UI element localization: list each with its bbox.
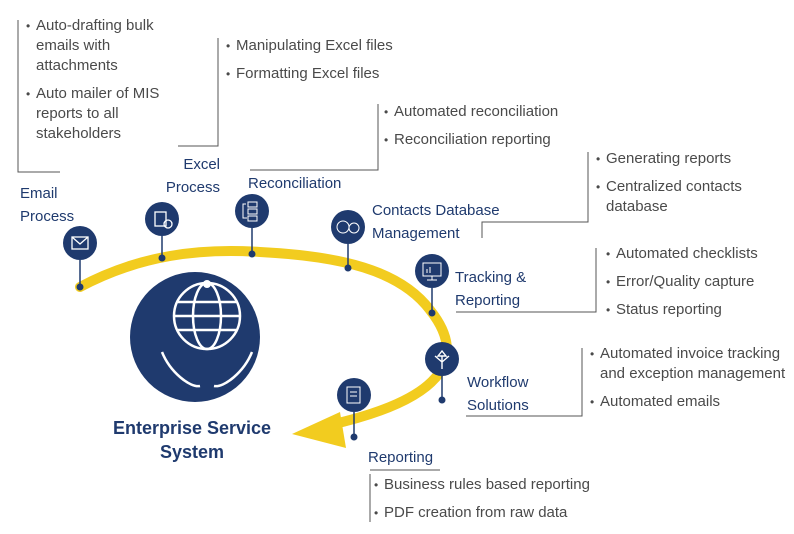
document-pen-icon bbox=[337, 378, 371, 412]
bullet-item: PDF creation from raw data bbox=[374, 503, 654, 523]
node-label-excel-process: Excel Process bbox=[165, 156, 220, 196]
bullet-item: Centralized contacts database bbox=[596, 177, 786, 217]
node-label-email-process: Email Process bbox=[20, 185, 75, 225]
dashboard-monitor-icon bbox=[415, 254, 449, 288]
bullet-item: Manipulating Excel files bbox=[226, 36, 446, 56]
process-arc bbox=[75, 246, 452, 430]
bullet-item: Business rules based reporting bbox=[374, 475, 654, 495]
center-title: Enterprise Service System bbox=[112, 418, 272, 462]
pin-stems bbox=[79, 226, 443, 437]
flowchart-icon bbox=[235, 194, 269, 228]
contacts-database-icon bbox=[331, 210, 365, 244]
bullets-workflow-solutions: Automated invoice tracking and exception… bbox=[590, 344, 790, 420]
bullet-item: Formatting Excel files bbox=[226, 64, 446, 84]
arc-arrowhead bbox=[292, 412, 346, 448]
bullets-email-process: Auto-drafting bulk emails with attachmen… bbox=[26, 16, 176, 152]
connector-lines bbox=[17, 20, 597, 522]
node-label-reconciliation: Reconciliation bbox=[248, 175, 342, 192]
bullets-reconciliation: Automated reconciliationReconciliation r… bbox=[384, 102, 604, 158]
bullet-item: Auto-drafting bulk emails with attachmen… bbox=[26, 16, 176, 76]
clipboard-gear-icon bbox=[145, 202, 179, 236]
bullet-item: Auto mailer of MIS reports to all stakeh… bbox=[26, 84, 176, 144]
bullet-item: Reconciliation reporting bbox=[384, 130, 604, 150]
node-label-contacts-database: Contacts Database Management bbox=[372, 202, 500, 242]
bullet-item: Automated reconciliation bbox=[384, 102, 604, 122]
bullet-item: Automated emails bbox=[590, 392, 790, 412]
bullet-item: Error/Quality capture bbox=[606, 272, 794, 292]
bullet-item: Generating reports bbox=[596, 149, 786, 169]
bullet-item: Automated invoice tracking and exception… bbox=[590, 344, 790, 384]
bullets-reporting: Business rules based reportingPDF creati… bbox=[374, 475, 654, 531]
envelope-icon bbox=[63, 226, 97, 260]
bullets-excel-process: Manipulating Excel filesFormatting Excel… bbox=[226, 36, 446, 92]
pin-dots bbox=[76, 250, 446, 441]
bullet-item: Status reporting bbox=[606, 300, 794, 320]
bullets-tracking-reporting: Automated checklistsError/Quality captur… bbox=[606, 244, 794, 328]
node-label-reporting: Reporting bbox=[368, 449, 434, 466]
node-label-tracking-reporting: Tracking & Reporting bbox=[455, 269, 527, 309]
bullet-item: Automated checklists bbox=[606, 244, 794, 264]
branching-arrows-icon bbox=[425, 342, 459, 376]
bullets-contacts-database: Generating reportsCentralized contacts d… bbox=[596, 149, 786, 225]
node-label-workflow-solutions: Workflow Solutions bbox=[467, 374, 529, 414]
